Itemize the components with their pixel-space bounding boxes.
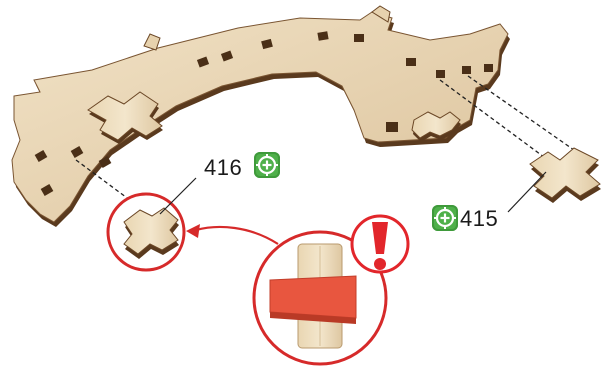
detail-arrow [196,227,278,244]
exclamation-warning-icon [352,216,408,272]
installed-connector-right [412,112,461,142]
add-part-icon [254,152,280,178]
detail-arrow-head [186,224,200,238]
orientation-band [270,276,356,318]
part-415-label: 415 [460,206,498,232]
part-415-connector [508,148,601,212]
add-part-icon [432,205,458,231]
part-416-label: 416 [204,155,242,181]
part-416-highlight [108,178,196,270]
